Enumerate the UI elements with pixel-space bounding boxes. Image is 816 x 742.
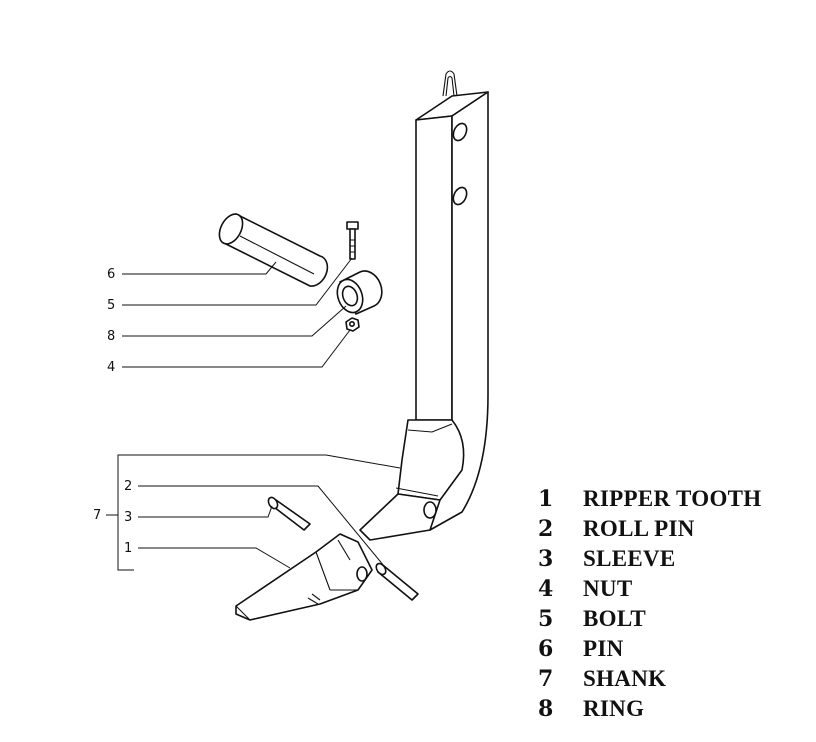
- legend-number: 7: [538, 666, 554, 692]
- legend-label: RING: [583, 696, 645, 721]
- nut-drawing: [345, 317, 360, 332]
- callout-2: 2: [124, 479, 132, 494]
- legend-item: 5 BOLT: [536, 606, 806, 636]
- lifting-eye: [442, 70, 458, 97]
- callout-numbers: 6 5 8 4 2 7 3 1: [93, 267, 132, 556]
- callout-8: 8: [107, 329, 115, 344]
- legend-label: SHANK: [583, 666, 667, 691]
- legend-label: PIN: [583, 636, 624, 661]
- parts-legend: 1 RIPPER TOOTH 2 ROLL PIN 3 SLEEVE 4 NUT…: [536, 486, 806, 726]
- legend-item: 4 NUT: [536, 576, 806, 606]
- shank-drawing: [359, 70, 489, 541]
- legend-number: 4: [538, 576, 554, 602]
- shank-hole-upper: [452, 122, 468, 142]
- leader-lines: [106, 257, 401, 571]
- callout-4: 4: [107, 360, 115, 375]
- legend-number: 5: [538, 606, 554, 632]
- callout-3: 3: [124, 510, 132, 525]
- callout-6: 6: [107, 267, 115, 282]
- legend-item: 8 RING: [536, 696, 806, 726]
- callout-7: 7: [93, 508, 101, 523]
- legend-label: NUT: [583, 576, 633, 601]
- legend-number: 6: [538, 636, 554, 662]
- legend-number: 2: [538, 516, 554, 542]
- roll-pin-drawing: [375, 562, 419, 601]
- legend-label: SLEEVE: [583, 546, 676, 571]
- legend-item: 3 SLEEVE: [536, 546, 806, 576]
- sleeve-drawing: [267, 496, 311, 531]
- legend-label: BOLT: [583, 606, 647, 631]
- legend-number: 1: [538, 486, 554, 512]
- legend-item: 6 PIN: [536, 636, 806, 666]
- legend-label: ROLL PIN: [583, 516, 695, 541]
- legend-item: 2 ROLL PIN: [536, 516, 806, 546]
- legend-label: RIPPER TOOTH: [583, 486, 762, 511]
- ring-drawing: [336, 270, 383, 315]
- callout-5: 5: [107, 298, 115, 313]
- pin-drawing: [218, 213, 329, 287]
- shank-hole-lower: [452, 186, 468, 206]
- callout-1: 1: [124, 541, 132, 556]
- legend-item: 1 RIPPER TOOTH: [536, 486, 806, 516]
- legend-number: 8: [538, 696, 554, 722]
- bolt-drawing: [346, 221, 359, 260]
- legend-number: 3: [538, 546, 554, 572]
- ripper-tooth-drawing: [235, 533, 373, 621]
- legend-item: 7 SHANK: [536, 666, 806, 696]
